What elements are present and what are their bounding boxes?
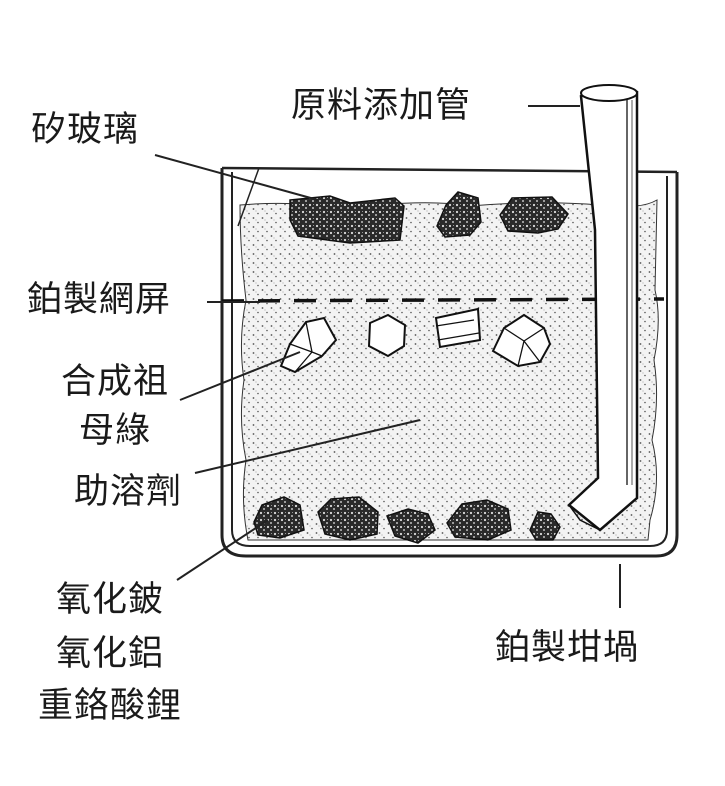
emerald-label-line-2: 母綠 — [78, 411, 151, 451]
platinum-mesh — [221, 297, 665, 303]
raw-material-label-1: 氧化鈹 — [55, 580, 164, 620]
silica-glass-leader — [154, 154, 319, 201]
raw-material-label-3: 重鉻酸鋰 — [37, 686, 182, 726]
emerald-leader — [179, 351, 301, 401]
silica-glass-piece — [289, 195, 405, 244]
silica-glass-pieces — [289, 191, 569, 244]
raw-material-chunk — [386, 508, 436, 544]
flux-melt — [239, 199, 659, 541]
emerald-crystal — [367, 313, 407, 358]
silica-glass-piece — [436, 191, 482, 238]
crucible-label: 鉑製坩堝 — [495, 628, 640, 668]
silica-glass-piece — [499, 196, 569, 234]
emerald-crystals — [279, 307, 552, 374]
emerald-label-line-1: 合成祖 — [60, 362, 169, 402]
raw-material-chunk — [529, 511, 561, 541]
platinum-mesh-label: 鉑製網屏 — [27, 280, 172, 320]
emerald-crystal — [491, 313, 552, 368]
raw-material-chunk — [317, 496, 379, 541]
emerald-crystal — [279, 316, 338, 374]
raw-material-label-2: 氧化鋁 — [55, 634, 164, 674]
raw-material-chunk — [253, 496, 305, 539]
feed-tube-label: 原料添加管 — [291, 86, 472, 126]
raw-material-chunk — [446, 499, 512, 541]
raw-materials-leader — [176, 519, 269, 581]
silica-glass-label: 矽玻璃 — [31, 110, 140, 150]
feed-tube — [567, 84, 639, 532]
leader-lines — [154, 105, 621, 608]
flux-leader — [194, 419, 421, 474]
emerald-crystal — [434, 307, 482, 349]
flux-label: 助溶劑 — [74, 472, 183, 512]
raw-material-chunks — [253, 496, 561, 544]
crucible-inner-edge-line — [237, 167, 260, 227]
